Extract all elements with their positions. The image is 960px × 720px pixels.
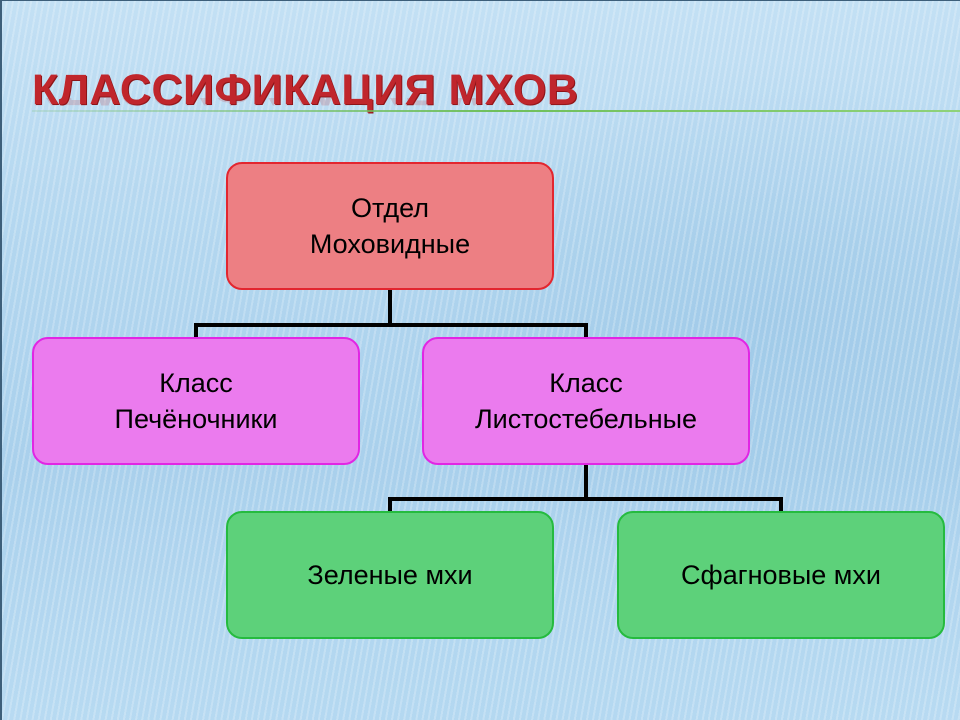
node-division-mosses: Отдел Моховидные	[226, 162, 554, 290]
node-division-line1: Отдел	[350, 193, 430, 223]
node-green-mosses-label: Зеленые мхи	[307, 560, 473, 590]
node-leafy-line1: Класс	[549, 368, 623, 398]
node-green-mosses: Зеленые мхи	[226, 511, 554, 639]
node-sphagnum-mosses: Сфагновые мхи	[617, 511, 945, 639]
node-class-leafy: Класс Листостебельные	[422, 337, 750, 465]
node-liverworts-line2: Печёночники	[114, 404, 278, 434]
node-sphagnum-label: Сфагновые мхи	[681, 560, 881, 590]
node-division-line2: Моховидные	[309, 229, 471, 259]
title-underline	[32, 110, 960, 112]
page-title: КЛАССИФИКАЦИЯ МХОВ	[32, 66, 579, 114]
node-class-liverworts: Класс Печёночники	[32, 337, 360, 465]
node-liverworts-line1: Класс	[159, 368, 233, 398]
node-leafy-line2: Листостебельные	[474, 404, 698, 434]
